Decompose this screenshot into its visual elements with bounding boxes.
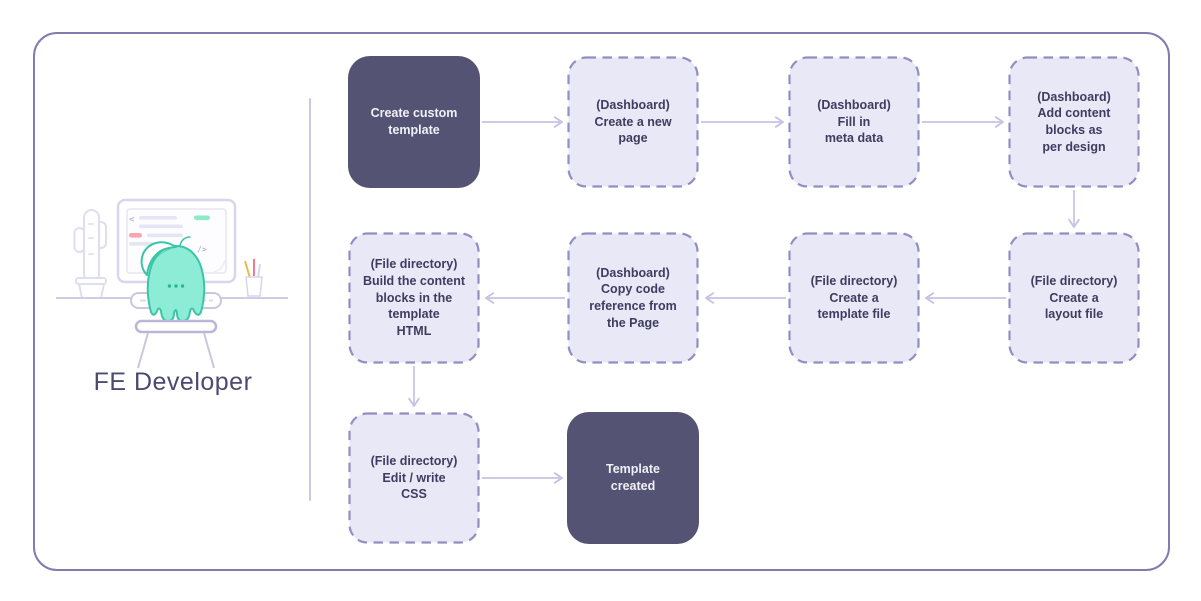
flow-node-template-created: Template created	[567, 412, 699, 544]
svg-text:/>: />	[197, 245, 207, 254]
flow-node-copy-code-reference: (Dashboard) Copy code reference from the…	[567, 232, 699, 364]
dashed-border	[1008, 232, 1140, 364]
mascot-icon	[140, 236, 206, 322]
flow-node-label: (File directory) Create a layout file	[1030, 274, 1118, 322]
dashed-border	[788, 56, 920, 188]
flow-node-label: (Dashboard) Fill in meta data	[817, 98, 891, 146]
flow-node-add-content-blocks: (Dashboard) Add content blocks as per de…	[1008, 56, 1140, 188]
flow-node-label: (File directory) Edit / write CSS	[370, 454, 458, 502]
flow-node-label: (Dashboard) Create a new page	[594, 98, 672, 146]
flow-node-start: Create custom template	[348, 56, 480, 188]
flow-node-label: Template created	[606, 462, 660, 493]
svg-text:<: <	[129, 215, 135, 225]
flow-node-create-new-page: (Dashboard) Create a new page	[567, 56, 699, 188]
dashed-border	[1008, 56, 1140, 188]
dashed-border	[348, 412, 480, 544]
fe-developer-illustration: < />	[56, 198, 288, 369]
flow-node-build-content-blocks: (File directory) Build the content block…	[348, 232, 480, 364]
flow-node-label: (Dashboard) Copy code reference from the…	[589, 265, 677, 330]
dashed-border	[567, 56, 699, 188]
stool-icon	[134, 319, 218, 369]
flow-node-label: (File directory) Create a template file	[810, 274, 898, 322]
cactus-icon	[73, 209, 107, 299]
dashed-border	[788, 232, 920, 364]
flow-node-edit-write-css: (File directory) Edit / write CSS	[348, 412, 480, 544]
flow-node-label: (Dashboard) Add content blocks as per de…	[1037, 89, 1111, 154]
flow-node-create-template-file: (File directory) Create a template file	[788, 232, 920, 364]
flow-node-fill-in-meta-data: (Dashboard) Fill in meta data	[788, 56, 920, 188]
dashed-border	[567, 232, 699, 364]
pen-cup-icon	[244, 259, 263, 297]
flow-node-label: Create custom template	[370, 106, 458, 137]
flow-node-label: (File directory) Build the content block…	[362, 257, 466, 338]
vertical-divider	[309, 98, 311, 501]
flow-node-create-layout-file: (File directory) Create a layout file	[1008, 232, 1140, 364]
role-label: FE Developer	[93, 368, 253, 396]
dashed-border	[348, 232, 480, 364]
